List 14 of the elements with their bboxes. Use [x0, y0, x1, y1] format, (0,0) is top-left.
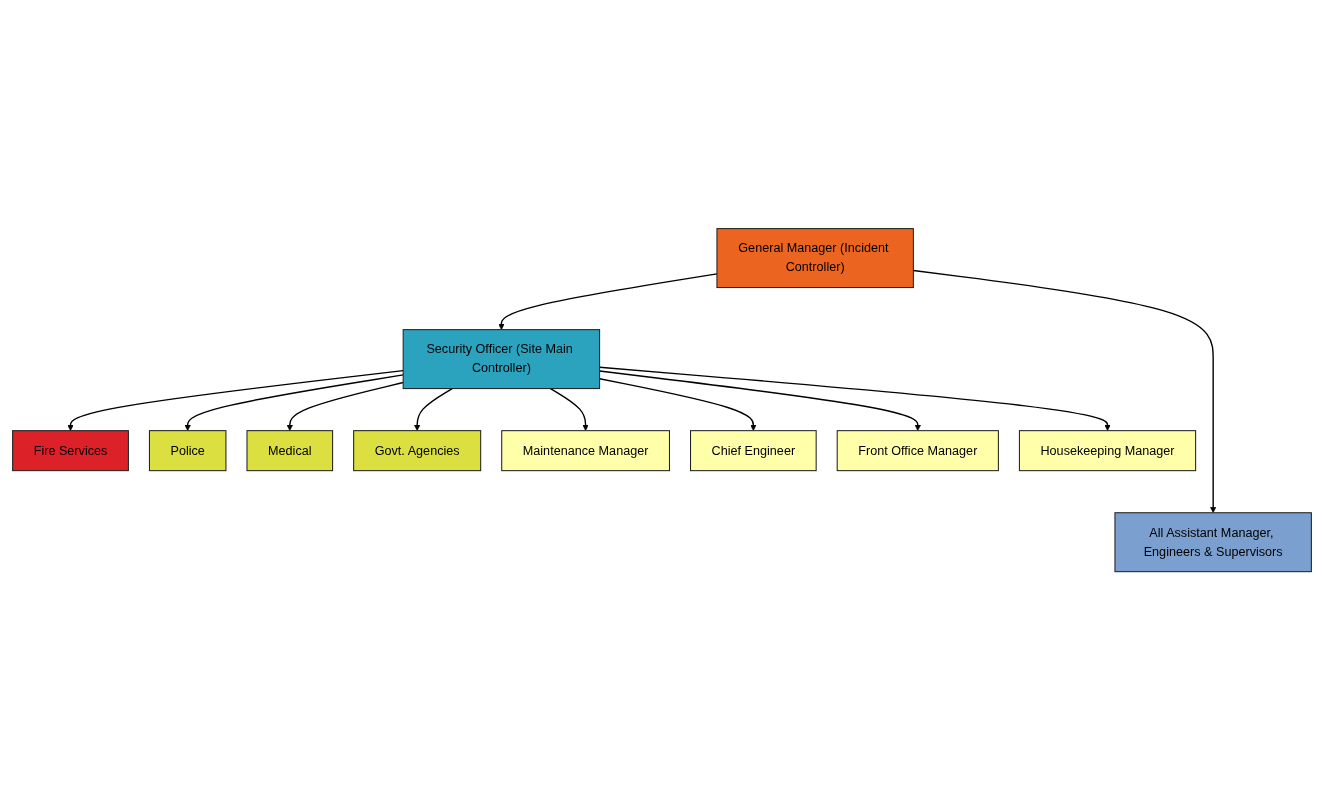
node-box: Fire Services: [11, 430, 129, 472]
arrow: [912, 269, 1216, 513]
node-box: All Assistant Manager, Engineers & Supervisors: [1113, 512, 1312, 573]
node-box: Medical: [245, 430, 333, 472]
node-box: General Manager (Incident Controller): [715, 227, 914, 288]
node-box: Chief Engineer: [689, 430, 817, 472]
node-box: Security Officer (Site Main Controller): [402, 328, 600, 389]
node-box: Govt. Agencies: [352, 430, 481, 472]
arrow: [413, 387, 453, 431]
node-box: Housekeeping Manager: [1018, 430, 1196, 472]
node-box: Front Office Manager: [836, 430, 999, 472]
node-box: Maintenance Manager: [500, 430, 670, 472]
arrow: [549, 387, 589, 431]
node-box: Police: [148, 430, 226, 472]
